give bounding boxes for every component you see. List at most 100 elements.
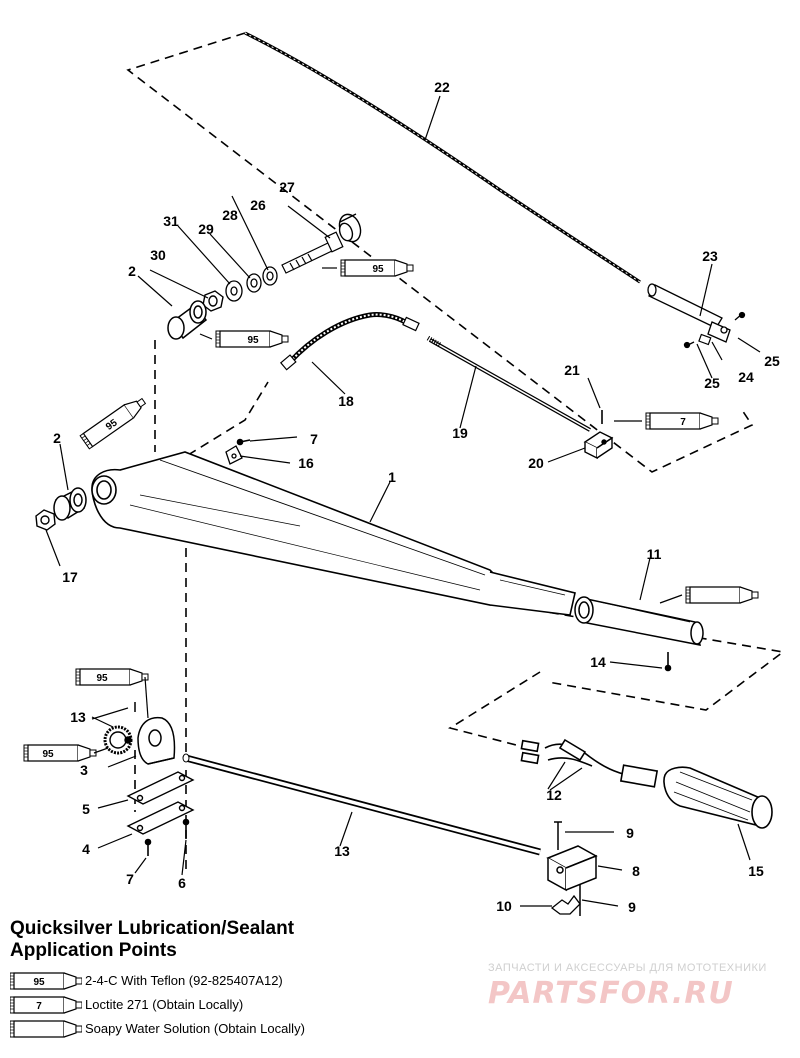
clip-16 <box>225 445 243 465</box>
bushing-27 <box>338 213 362 243</box>
callout-13-lower: 13 <box>334 843 350 859</box>
callout-10: 10 <box>496 898 512 914</box>
callout-18: 18 <box>338 393 354 409</box>
wiring-12 <box>520 738 659 788</box>
block-20 <box>583 431 614 460</box>
screw-6 <box>182 818 190 838</box>
callout-12: 12 <box>546 787 562 803</box>
callout-1: 1 <box>388 469 396 485</box>
tube-icon: 7 <box>10 996 82 1014</box>
callout-20: 20 <box>528 455 544 471</box>
legend-item-text: Loctite 271 (Obtain Locally) <box>85 997 244 1012</box>
callout-29: 29 <box>198 221 214 237</box>
legend-title-line2: Application Points <box>10 940 177 961</box>
callout-11: 11 <box>647 546 662 562</box>
callout-3: 3 <box>80 762 88 778</box>
callout-23: 23 <box>702 248 718 264</box>
legend-item-7: 7 Loctite 271 (Obtain Locally) <box>10 994 430 1018</box>
callout-28: 28 <box>222 207 238 223</box>
bolt-26 <box>281 231 344 274</box>
callout-7-lower: 7 <box>126 871 134 887</box>
tube-95-2-lower: 95 <box>79 393 149 450</box>
tube-11 <box>685 586 759 604</box>
wing-nut-10 <box>550 894 581 915</box>
watermark-logo: PARTSFOR.RU <box>488 976 734 1011</box>
screw-14 <box>664 652 672 672</box>
screw-7-lower <box>144 838 152 856</box>
callout-6: 6 <box>178 875 186 891</box>
grip-15 <box>663 766 773 829</box>
svg-text:95: 95 <box>42 749 54 760</box>
callout-2-upper: 2 <box>128 263 136 279</box>
block-8 <box>546 845 598 892</box>
nut-30 <box>202 290 224 312</box>
tube-95-26: 95 <box>340 259 414 277</box>
callout-7-upper: 7 <box>310 431 318 447</box>
callout-25a: 25 <box>764 353 780 369</box>
tiller-handle-1 <box>91 451 576 616</box>
callout-17: 17 <box>62 569 78 585</box>
tube-95-13: 95 <box>23 744 97 762</box>
bushing-2-upper <box>167 300 208 340</box>
screw-9 <box>554 821 581 916</box>
svg-text:95: 95 <box>372 264 384 275</box>
plate-5 <box>126 771 195 805</box>
callout-25b: 25 <box>704 375 720 391</box>
gear-13 <box>103 725 133 755</box>
callout-13-upper: 13 <box>70 709 86 725</box>
callout-9-upper: 9 <box>626 825 634 841</box>
svg-text:95: 95 <box>33 977 45 988</box>
callout-21: 21 <box>564 362 580 378</box>
callout-26: 26 <box>250 197 266 213</box>
callout-9-lower: 9 <box>628 899 636 915</box>
legend-item-text: Soapy Water Solution (Obtain Locally) <box>85 1021 305 1036</box>
svg-text:95: 95 <box>247 335 259 346</box>
callout-15: 15 <box>748 863 764 879</box>
callout-22: 22 <box>434 79 450 95</box>
tube-icon <box>10 1020 82 1038</box>
callout-30: 30 <box>150 247 166 263</box>
svg-text:7: 7 <box>680 417 686 428</box>
lubrication-legend: Quicksilver Lubrication/Sealant Applicat… <box>10 918 430 1042</box>
washer-31 <box>225 280 243 302</box>
cable-22 <box>244 31 641 284</box>
friction-block-3 <box>137 716 176 765</box>
legend-title-line1: Quicksilver Lubrication/Sealant <box>10 918 295 939</box>
plate-4 <box>126 801 195 835</box>
bushing-2-lower <box>53 487 87 521</box>
tube-7-20: 7 <box>645 412 719 430</box>
svg-text:7: 7 <box>36 1001 42 1012</box>
tube-95-2-upper: 95 <box>215 330 289 348</box>
callout-5: 5 <box>82 801 90 817</box>
callout-16: 16 <box>298 455 314 471</box>
tube-95-3: 95 <box>75 668 149 686</box>
callout-numbers: 22 23 25 24 25 27 26 28 31 29 30 2 18 19… <box>53 79 780 915</box>
screw-25 <box>683 311 746 349</box>
watermark: ЗАПЧАСТИ И АКСЕССУАРЫ ДЛЯ МОТОТЕХНИКИ PA… <box>488 962 788 1011</box>
tube-icon: 95 <box>10 972 82 990</box>
cable-18 <box>279 312 420 371</box>
legend-item-95: 95 2-4-C With Teflon (92-825407A12) <box>10 970 430 994</box>
callout-2-lower: 2 <box>53 430 61 446</box>
callout-31: 31 <box>163 213 179 229</box>
washer-29 <box>246 273 262 293</box>
rod-19 <box>426 335 591 432</box>
screw-7-upper <box>236 438 251 446</box>
callout-8: 8 <box>632 863 640 879</box>
callout-4: 4 <box>82 841 90 857</box>
grip-tube-11 <box>574 596 704 646</box>
washer-28 <box>262 266 278 286</box>
callout-24: 24 <box>738 369 754 385</box>
nut-24 <box>698 333 712 346</box>
rod-13 <box>182 753 541 856</box>
callout-27: 27 <box>279 179 295 195</box>
cable-end-23 <box>647 283 731 343</box>
nut-17 <box>35 509 56 531</box>
legend-title: Quicksilver Lubrication/Sealant Applicat… <box>10 918 430 962</box>
watermark-tagline: ЗАПЧАСТИ И АКСЕССУАРЫ ДЛЯ МОТОТЕХНИКИ <box>488 962 767 974</box>
callout-14: 14 <box>590 654 606 670</box>
legend-item-soapy-water: Soapy Water Solution (Obtain Locally) <box>10 1018 430 1042</box>
svg-text:95: 95 <box>96 673 108 684</box>
legend-item-text: 2-4-C With Teflon (92-825407A12) <box>85 973 283 988</box>
